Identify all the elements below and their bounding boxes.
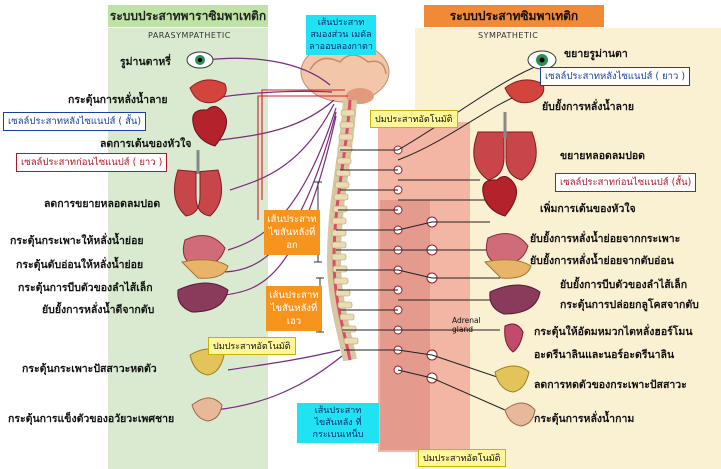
autonomic-ganglion-label-top: ปมประสาทอัตโนมัติ <box>370 110 458 128</box>
left-label-stomach: กระตุ้นกระเพาะให้หลั่งน้ำย่อย <box>10 235 144 247</box>
right-postganglionic-box: เซลล์ประสาทหลังไซแนปส์ ( ยาว ) <box>540 67 691 86</box>
adrenal-gland-label: Adrenal gland <box>452 316 481 334</box>
right-label-pupil: ขยายรูม่านตา <box>564 48 628 60</box>
right-organs <box>473 50 557 427</box>
cerebellum-shape <box>346 88 374 104</box>
right-label-heart: เพิ่มการเต้นของหัวใจ <box>540 203 636 215</box>
right-label-intestine: ยับยั้งการบีบตัวของลำไส้เล็ก <box>560 279 688 291</box>
sympathetic-ganglia <box>393 145 438 384</box>
right-label-bladder: ลดการหดตัวของกระเพาะปัสสาวะ <box>534 379 687 391</box>
left-label-pupil: รูม่านตาหรี่ <box>120 56 171 68</box>
thoracic-nerve-box: เส้นประสาท ไขสันหลังที่อก <box>264 210 320 255</box>
left-label-saliva: กระตุ้นการหลั่งน้ำลาย <box>68 94 168 106</box>
sympathetic-header: ระบบประสาทซิมพาเทติก <box>424 5 604 27</box>
lumbar-nerve-box: เส้นประสาท ไขสันหลังที่เอว <box>266 286 322 331</box>
sympathetic-chain-band-inner <box>380 200 430 450</box>
right-preganglionic-box: เซลล์ประสาทก่อนไซแนปส์ (สั้น) <box>555 173 697 192</box>
sympathetic-subheader: SYMPATHETIC <box>478 31 539 40</box>
left-label-liver: ยับยั้งการหลั่งน้ำดีจากตับ <box>42 304 155 316</box>
left-preganglionic-box: เซลล์ประสาทก่อนไซแนปส์ ( ยาว ) <box>16 153 168 172</box>
right-label-pancreas: ยับยั้งการหลั่งน้ำย่อยจากตับอ่อน <box>530 255 674 267</box>
left-label-genitals: กระตุ้นการแข็งตัวของอวัยวะเพศชาย <box>8 413 175 425</box>
left-label-intestine: กระตุ้นการบีบตัวของลำไส้เล็ก <box>18 282 153 294</box>
right-label-saliva: ยับยั้งการหลั่งน้ำลาย <box>542 101 635 113</box>
autonomic-ganglion-label-mid: ปมประสาทอัตโนมัติ <box>208 337 296 355</box>
left-label-heart: ลดการเต้นของหัวใจ <box>100 138 192 150</box>
parasympathetic-subheader: PARASYMPATHETIC <box>148 31 231 40</box>
left-label-bladder: กระตุ้นกระเพาะปัสสาวะหดตัว <box>22 363 157 375</box>
left-organs <box>173 51 229 422</box>
right-label-stomach: ยับยั้งการหลั่งน้ำย่อยจากกระเพาะ <box>530 233 681 245</box>
left-label-lungs: ลดการขยายหลอดลมปอด <box>44 198 161 210</box>
right-label-adrenaline: อะดรีนาลินและนอร์อะดรีนาลิน <box>534 349 675 361</box>
right-label-liver: กระตุ้นการปล่อยกลูโคสจากตับ <box>560 299 699 311</box>
right-label-adrenal: กระตุ้นให้อัดมหมวกไตหลั่งฮอร์โมน <box>534 326 693 338</box>
parasympathetic-header: ระบบประสาทพาราซิมพาเทติก <box>108 5 268 27</box>
medulla-nerve-box: เส้นประสาทสมองส่วน เมดัลลาออบลองกาตา <box>306 15 376 55</box>
left-label-pancreas: กระตุ้นตับอ่อนให้หลั่งน้ำย่อย <box>16 259 144 271</box>
left-postganglionic-box: เซลล์ประสาทหลังไซแนปส์ ( สั้น) <box>3 112 147 131</box>
right-label-ejaculation: กระตุ้นการหลั่งน้ำกาม <box>534 413 635 425</box>
sacral-nerve-box: เส้นประสาทไขสันหลัง ที่กระเบนเหน็บ <box>297 403 379 443</box>
autonomic-ganglion-label-bottom: ปมประสาทอัตโนมัติ <box>418 449 506 467</box>
right-label-lungs: ขยายหลอดลมปอด <box>560 150 646 162</box>
